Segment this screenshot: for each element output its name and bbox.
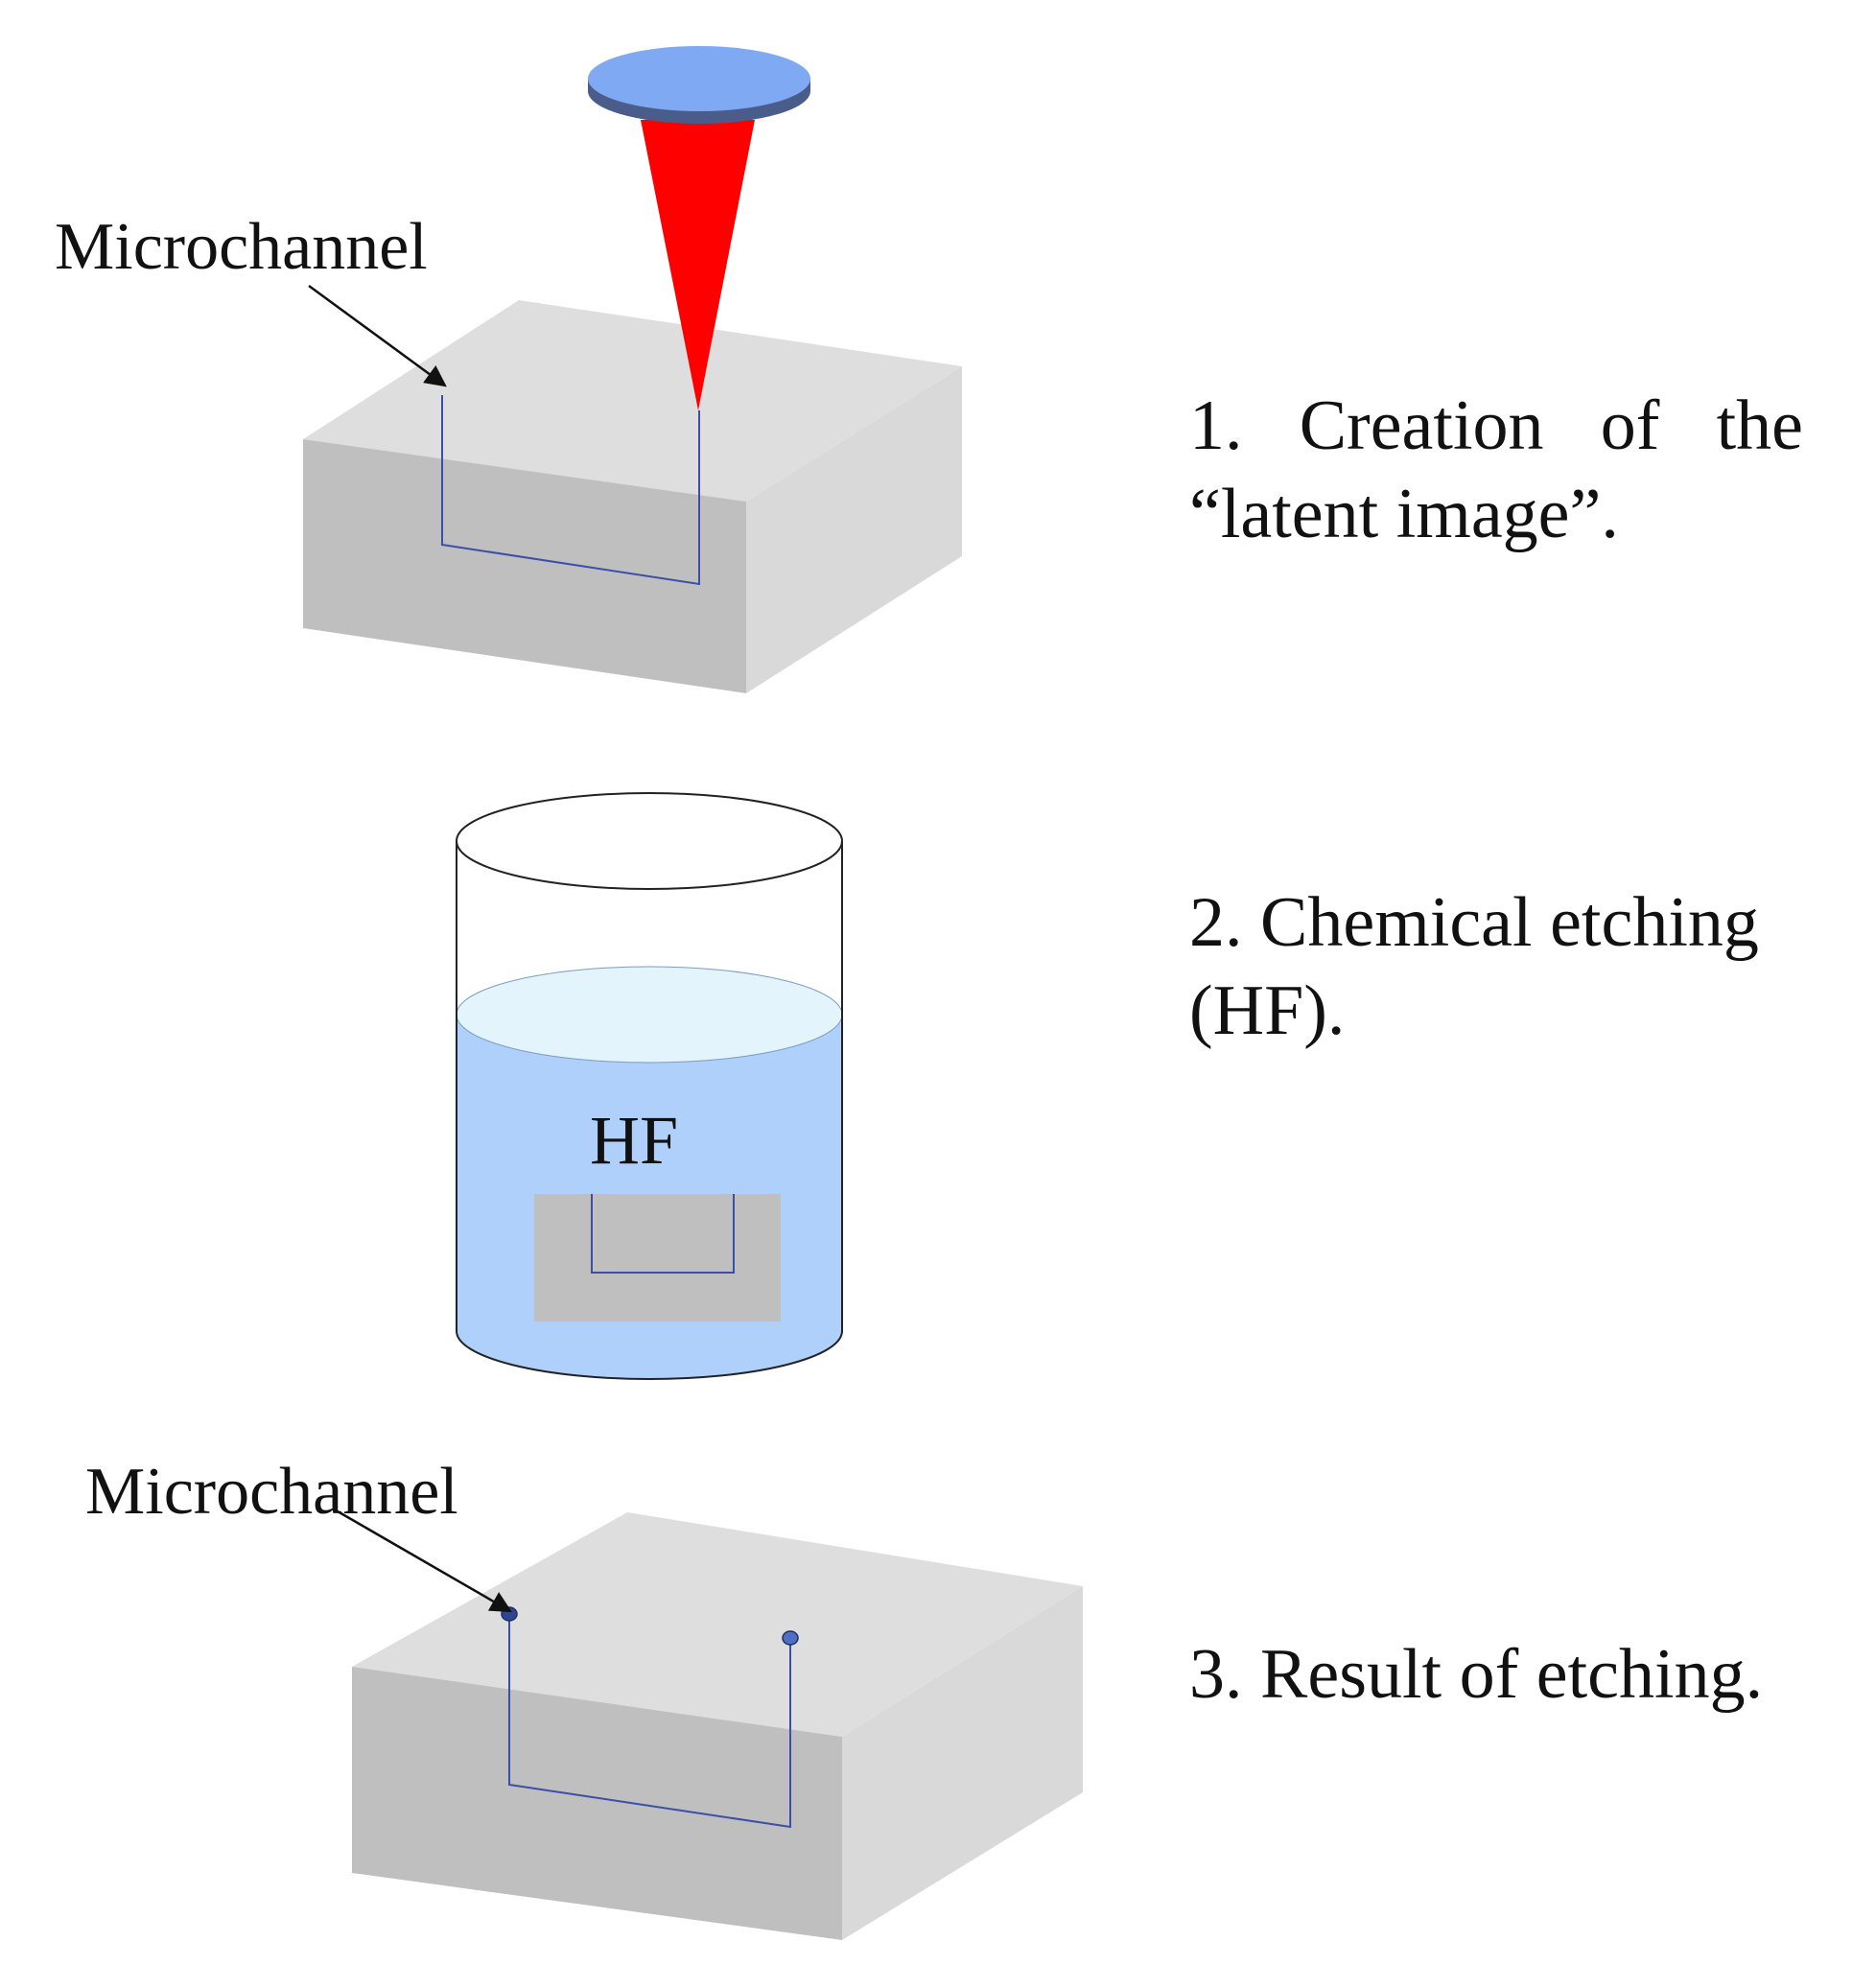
block-front-face — [303, 439, 746, 693]
microchannel-arrow-bottom — [337, 1509, 512, 1613]
hf-label: HF — [590, 1102, 678, 1179]
result-block-front-face — [352, 1667, 842, 1940]
microchannel-label-top: Microchannel — [55, 210, 428, 284]
step2-caption-line2: (HF). — [1189, 971, 1346, 1050]
step1-word-1: Creation — [1299, 386, 1544, 465]
microchannel-arrow-top — [308, 284, 447, 387]
result-block-top-face — [352, 1512, 1083, 1737]
lens-top — [588, 46, 810, 111]
step2-caption: 2. Chemical etching (HF). — [1189, 878, 1759, 1055]
block-top-face — [303, 300, 962, 502]
step1-word-3: the — [1716, 386, 1803, 465]
result-block-side-face — [842, 1586, 1083, 1940]
immersed-channel-path — [591, 1194, 735, 1274]
step3-caption-line1: 3. Result of etching. — [1189, 1635, 1764, 1714]
channel-opening-right — [782, 1630, 799, 1646]
latent-channel-path — [441, 395, 700, 586]
laser-beam — [641, 120, 755, 410]
block-side-face — [746, 366, 962, 693]
step1-caption: 1. Creation of the “latent image”. — [1189, 382, 1803, 558]
step3-illustration: Microchannel — [85, 1455, 1083, 1940]
beaker — [456, 792, 843, 1380]
step3-caption: 3. Result of etching. — [1189, 1630, 1763, 1719]
beaker-bottom — [456, 1330, 843, 1380]
step1-caption-line2: “latent image”. — [1189, 475, 1619, 553]
step1-word-2: of — [1600, 386, 1660, 465]
step2-illustration: HF — [456, 792, 843, 1380]
step1-number: 1. — [1189, 386, 1243, 465]
etched-channel-path — [508, 1614, 791, 1829]
focusing-lens — [588, 46, 810, 124]
hf-liquid-surface — [456, 966, 843, 1064]
step1-caption-line1: 1. Creation of the — [1189, 382, 1803, 470]
step2-caption-line1: 2. Chemical etching — [1189, 883, 1759, 962]
glass-block-top — [303, 300, 962, 693]
microchannel-label-bottom: Microchannel — [85, 1455, 458, 1529]
beaker-rim — [456, 792, 843, 890]
step1-illustration: Microchannel — [55, 46, 962, 693]
immersed-glass-sample — [534, 1194, 781, 1321]
